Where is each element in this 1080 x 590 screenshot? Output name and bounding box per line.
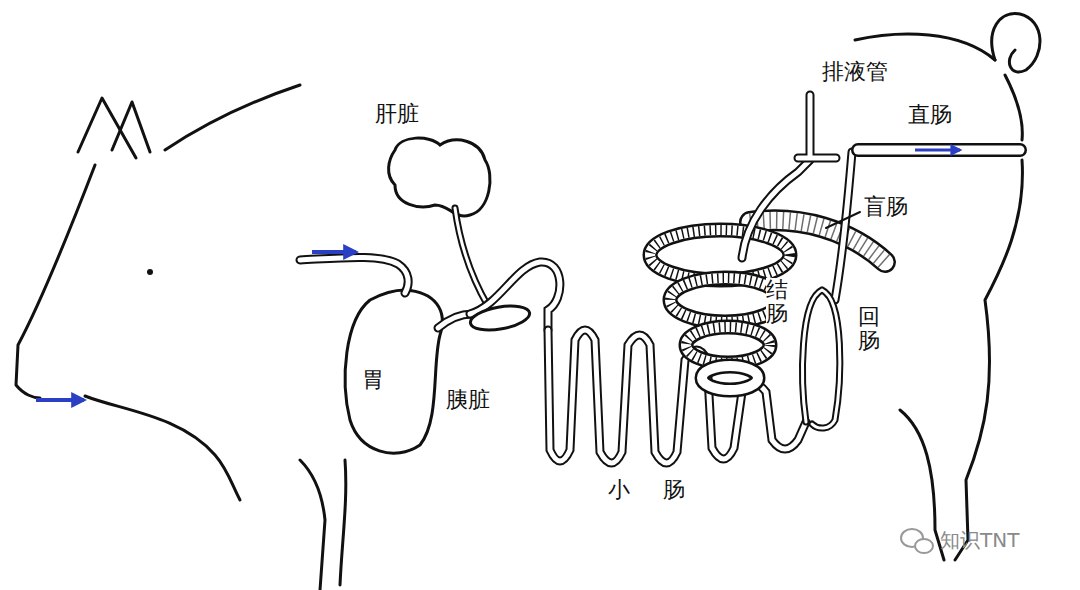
drawing-part [455,208,488,306]
part-label: 盲肠 [864,195,908,219]
drawing-part [686,327,770,363]
watermark-icon [901,529,933,553]
drawing-part [686,327,770,363]
drawing-part [300,258,408,294]
drawing-part [165,85,300,150]
drawing-part [389,138,490,216]
drawing-part [455,208,488,306]
part-label: 结肠 [766,278,788,326]
drawing-part [826,212,860,228]
drawing-part [112,102,150,152]
drawing-part [803,290,840,428]
part-label: 胃 [362,368,384,392]
drawing-part [312,250,356,254]
part-label: 直肠 [908,103,952,127]
drawing-part [915,149,960,152]
drawing-part [686,327,770,363]
drawing-part [803,290,840,428]
drawing-part [1005,75,1022,140]
drawing-part [955,160,1022,560]
digestive-tract [300,95,1020,463]
drawing-part [798,95,836,158]
drawing-part [992,13,1040,72]
flow-arrow [36,150,960,400]
drawing-part [670,278,780,322]
drawing-part [798,95,836,158]
drawing-part [742,160,810,258]
part-label: 小 肠 [608,478,685,502]
drawing-part [78,98,136,158]
drawing-part [469,302,532,334]
drawing-part [36,398,84,402]
watermark: 知识TNT [940,529,1019,551]
drawing-part [855,34,995,60]
part-label: 排液管 [822,60,888,84]
drawing-part [835,152,852,300]
part-label: 回肠 [858,305,880,353]
drawing-part [835,152,852,300]
drawing-part [16,165,95,398]
drawing-part [858,146,1020,155]
part-label: 胰脏 [446,388,490,412]
part-label: 肝脏 [375,102,419,126]
drawing-part [300,258,408,294]
drawing-part [702,366,758,390]
drawing-part [900,410,944,560]
drawing-part [742,160,810,258]
pig-outline [16,13,1040,590]
drawing-part [670,278,780,322]
drawing-part [915,539,933,553]
drawing-part [147,269,153,275]
drawing-part [858,143,1020,157]
drawing-part [345,290,442,453]
drawing-part [300,460,325,590]
drawing-part [85,396,240,500]
drawing-part [702,366,758,390]
drawing-part [340,460,346,585]
drawing-part [670,278,780,322]
